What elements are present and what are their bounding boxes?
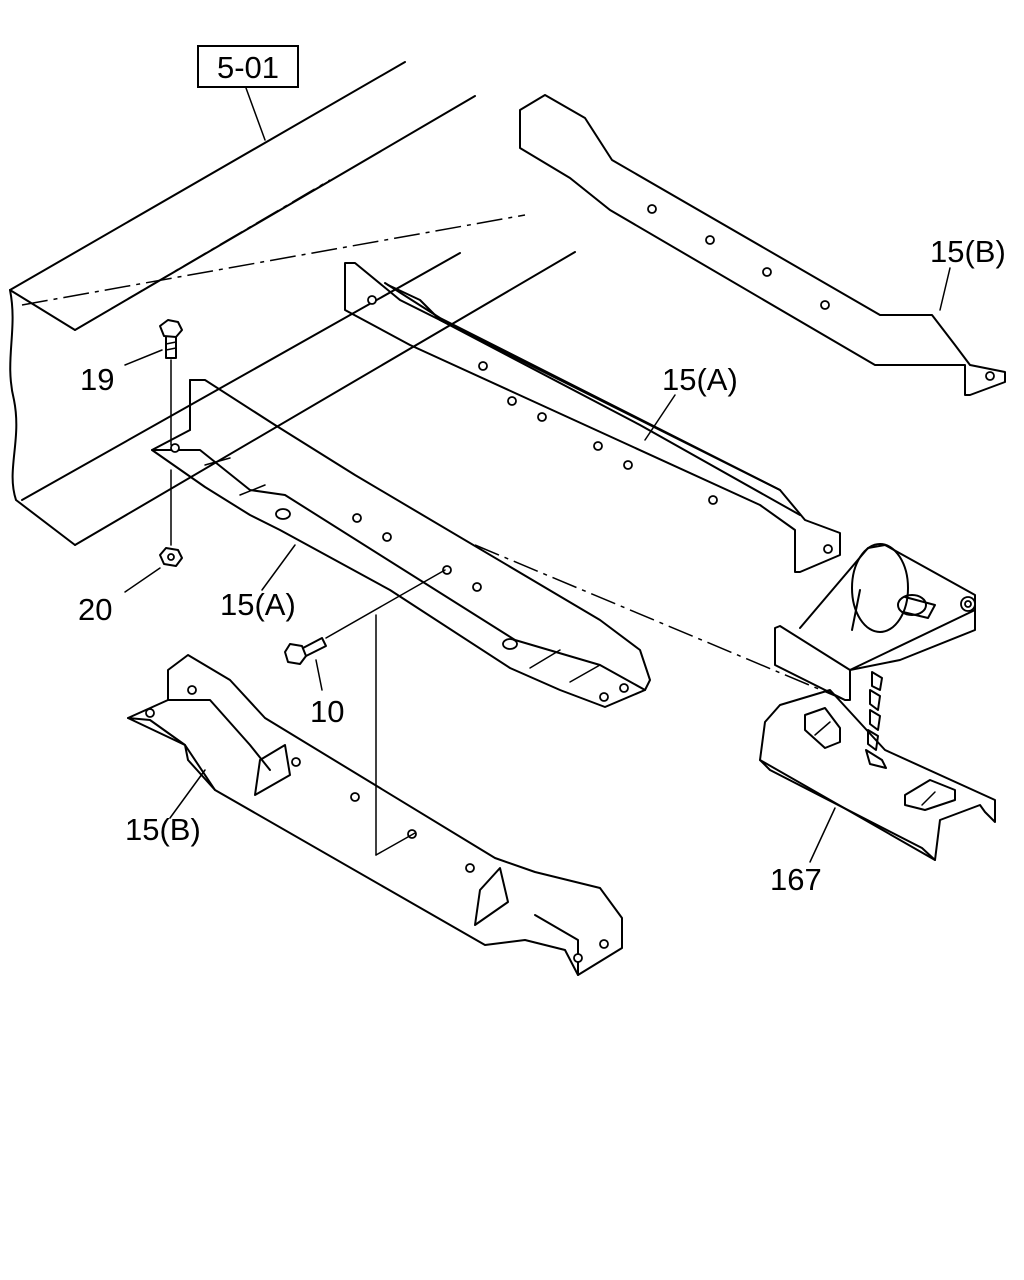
winch-assembly	[474, 543, 976, 769]
bracket-15b-upper	[519, 94, 1006, 396]
callout-19: 19	[80, 362, 114, 397]
bracket-15a-lower	[151, 379, 651, 708]
plate-167	[759, 689, 996, 861]
callout-15a-upper: 15(A)	[662, 362, 738, 397]
callout-15b-upper: 15(B)	[930, 234, 1006, 269]
leader-lines	[124, 87, 951, 863]
bracket-15b-lower	[127, 654, 623, 976]
reference-box-5-01: 5-01	[197, 45, 299, 88]
nut-20	[159, 469, 183, 567]
callout-20: 20	[78, 592, 112, 627]
bracket-15a-upper	[344, 262, 841, 573]
callout-15b-lower: 15(B)	[125, 812, 201, 847]
callout-10: 10	[310, 694, 344, 729]
reference-label: 5-01	[217, 50, 279, 85]
frame-rail	[9, 61, 576, 546]
callout-167: 167	[770, 862, 822, 897]
bolt-19	[159, 319, 183, 446]
callout-15a-lower: 15(A)	[220, 587, 296, 622]
bolt-10	[284, 569, 446, 856]
